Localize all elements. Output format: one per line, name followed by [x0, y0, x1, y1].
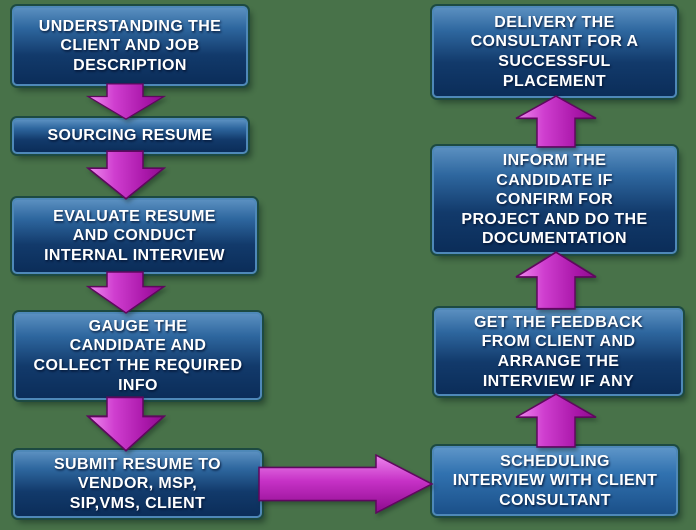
arrow-down-icon: [86, 271, 166, 314]
step-evaluate-resume: EVALUATE RESUME AND CONDUCT INTERNAL INT…: [12, 198, 257, 274]
step-understanding-client: UNDERSTANDING THE CLIENT AND JOB DESCRIP…: [12, 6, 248, 86]
arrow-up-icon: [513, 95, 598, 148]
step-get-feedback: GET THE FEEDBACK FROM CLIENT AND ARRANGE…: [434, 308, 683, 396]
step-submit-resume: SUBMIT RESUME TO VENDOR, MSP, SIP,VMS, C…: [13, 450, 262, 518]
arrow-down-icon: [86, 83, 166, 120]
arrow-down-icon: [86, 150, 166, 200]
step-gauge-candidate: GAUGE THE CANDIDATE AND COLLECT THE REQU…: [14, 312, 262, 400]
step-inform-candidate: INFORM THE CANDIDATE IF CONFIRM FOR PROJ…: [432, 146, 677, 254]
arrow-right-icon: [258, 454, 434, 514]
arrow-up-icon: [513, 251, 598, 310]
step-delivery-consultant: DELIVERY THE CONSULTANT FOR A SUCCESSFUL…: [432, 6, 677, 98]
step-scheduling-interview: SCHEDULING INTERVIEW WITH CLIENT CONSULT…: [432, 446, 678, 516]
step-sourcing-resume: SOURCING RESUME: [12, 118, 248, 154]
arrow-down-icon: [86, 396, 166, 452]
arrow-up-icon: [513, 393, 598, 448]
